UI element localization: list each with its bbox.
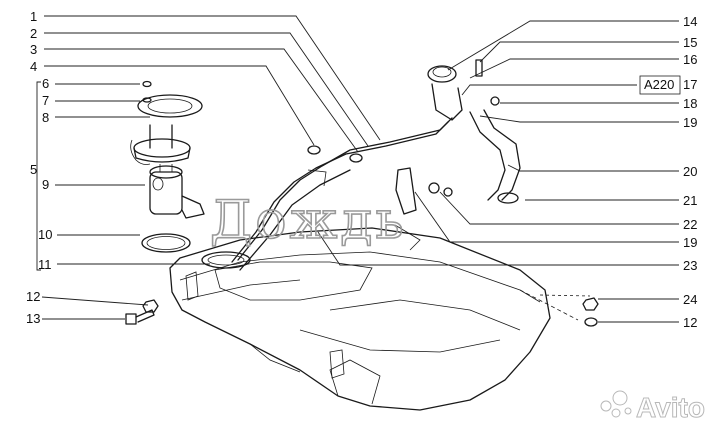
callout-23: 23	[683, 258, 697, 273]
callout-4: 4	[30, 59, 37, 74]
left-callouts: 1 2 3 4 6 7 8 5 9 10 11 12 13	[26, 9, 52, 326]
callout-1: 1	[30, 9, 37, 24]
leader-lines-right	[317, 20, 679, 323]
callout-14: 14	[683, 14, 697, 29]
leader-lines-left	[41, 15, 381, 320]
callout-22: 22	[683, 217, 697, 232]
callout-19-lower: 19	[683, 235, 697, 250]
callout-18: 18	[683, 96, 697, 111]
right-callouts: 14 15 16 A220 17 18 19 20 21 22 19 23 24…	[644, 14, 697, 330]
fuel-tank	[169, 224, 551, 411]
callout-13: 13	[26, 311, 40, 326]
callout-8: 8	[42, 110, 49, 125]
fasteners	[125, 289, 599, 327]
callout-3: 3	[30, 42, 37, 57]
group-5-bracket	[36, 81, 41, 271]
watermark-text: Дождь	[210, 191, 407, 251]
callout-11: 11	[38, 257, 52, 272]
callout-15: 15	[683, 35, 697, 50]
callout-2: 2	[30, 26, 37, 41]
callout-a220: A220	[644, 77, 674, 92]
callout-9: 9	[42, 177, 49, 192]
callout-19-upper: 19	[683, 115, 697, 130]
callout-21: 21	[683, 193, 697, 208]
fuel-pump-assembly	[130, 80, 205, 253]
callout-16: 16	[683, 52, 697, 67]
callout-20: 20	[683, 164, 697, 179]
callout-12-left: 12	[26, 289, 40, 304]
avito-watermark: Avito	[600, 390, 705, 424]
callout-10: 10	[38, 227, 52, 242]
fuel-lines	[231, 117, 453, 271]
callout-5: 5	[30, 162, 37, 177]
callout-7: 7	[42, 93, 49, 108]
callout-17: 17	[683, 77, 697, 92]
avito-brand-text: Avito	[636, 392, 705, 423]
callout-24: 24	[683, 292, 697, 307]
a220-box	[639, 75, 681, 95]
callout-6: 6	[42, 76, 49, 91]
callout-12-right: 12	[683, 315, 697, 330]
filler-neck-assembly	[395, 59, 521, 215]
